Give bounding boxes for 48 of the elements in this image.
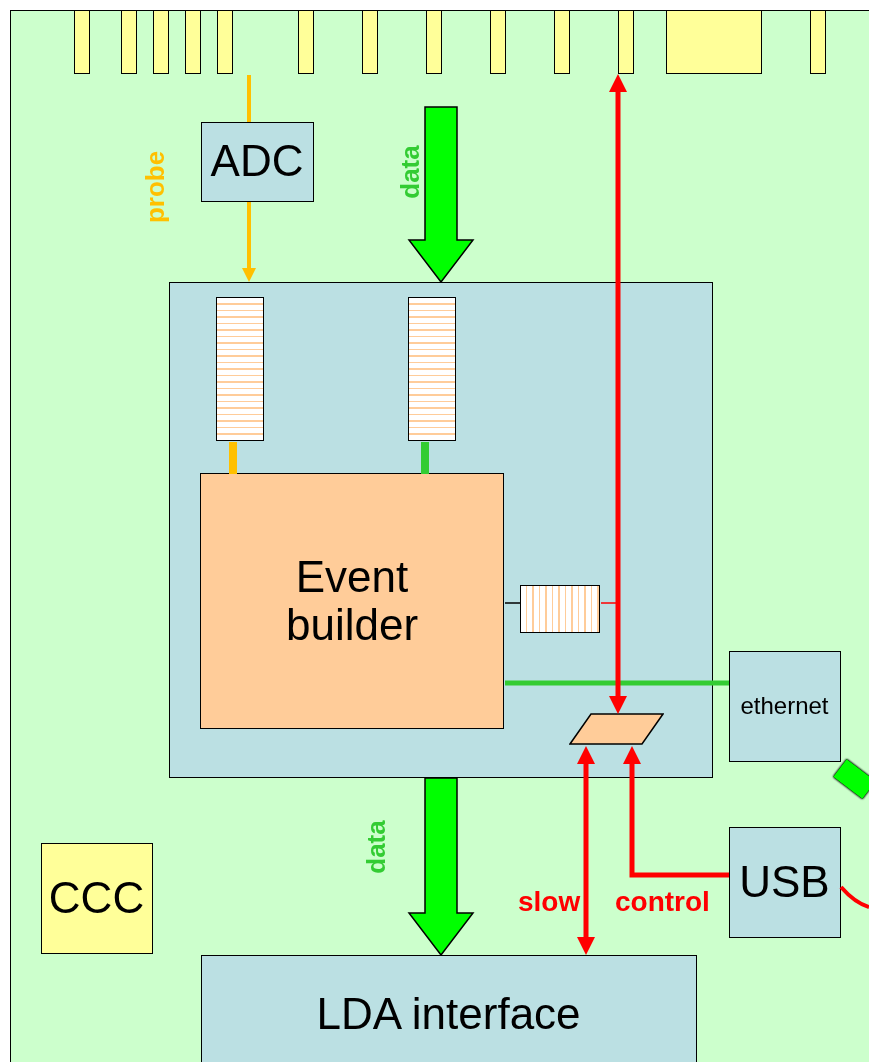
- fifo-buffer: [408, 297, 456, 441]
- box-label: CCC: [48, 873, 145, 923]
- arrow: [577, 746, 595, 955]
- connector-pin: [489, 9, 506, 74]
- connector-pin: [617, 9, 634, 74]
- connector-pin: [216, 9, 233, 74]
- connector-line: [600, 602, 619, 604]
- connector-pin: [425, 9, 442, 74]
- box-label: USB: [739, 857, 830, 907]
- connector-pin: [73, 9, 90, 74]
- edge-label: data: [394, 145, 426, 199]
- module-box: [200, 954, 697, 1062]
- parallelogram-shape: [569, 713, 664, 745]
- connector-pin: [809, 9, 826, 74]
- fifo-buffer: [520, 585, 600, 633]
- edge-label: data: [360, 820, 392, 874]
- processing-block: [168, 281, 713, 778]
- block-arrow: [407, 777, 475, 957]
- connector-line: [421, 442, 429, 474]
- connector-pin: [361, 9, 378, 74]
- box-label: LDA interface: [316, 990, 581, 1039]
- module-box: [728, 826, 841, 938]
- connector-pin: [120, 9, 137, 74]
- process-box: [200, 473, 504, 729]
- arrow: [242, 202, 256, 282]
- connector-pin: [152, 9, 169, 74]
- edge-label: probe: [139, 150, 171, 224]
- annotation-label: slow control: [518, 886, 710, 918]
- connector-line: [247, 75, 251, 122]
- connector-pin: [553, 9, 570, 74]
- connector-line: [504, 602, 522, 604]
- module-box: [200, 121, 314, 202]
- connector-line: [505, 680, 729, 686]
- fifo-buffer: [216, 297, 264, 441]
- connector-pin: [665, 9, 762, 74]
- connector-line: [229, 442, 237, 474]
- box-label: Event builder: [284, 552, 420, 650]
- module-box: [728, 650, 841, 762]
- connector-pin: [297, 9, 314, 74]
- arrow: [609, 74, 627, 714]
- box-label: ethernet: [740, 692, 829, 720]
- arrow: [623, 746, 729, 878]
- circuit-board: [10, 10, 869, 1062]
- connector-pin: [184, 9, 201, 74]
- connector-line: [839, 885, 869, 909]
- block-arrow: [407, 106, 475, 284]
- module-box: [40, 842, 153, 954]
- box-label: ADC: [210, 137, 304, 186]
